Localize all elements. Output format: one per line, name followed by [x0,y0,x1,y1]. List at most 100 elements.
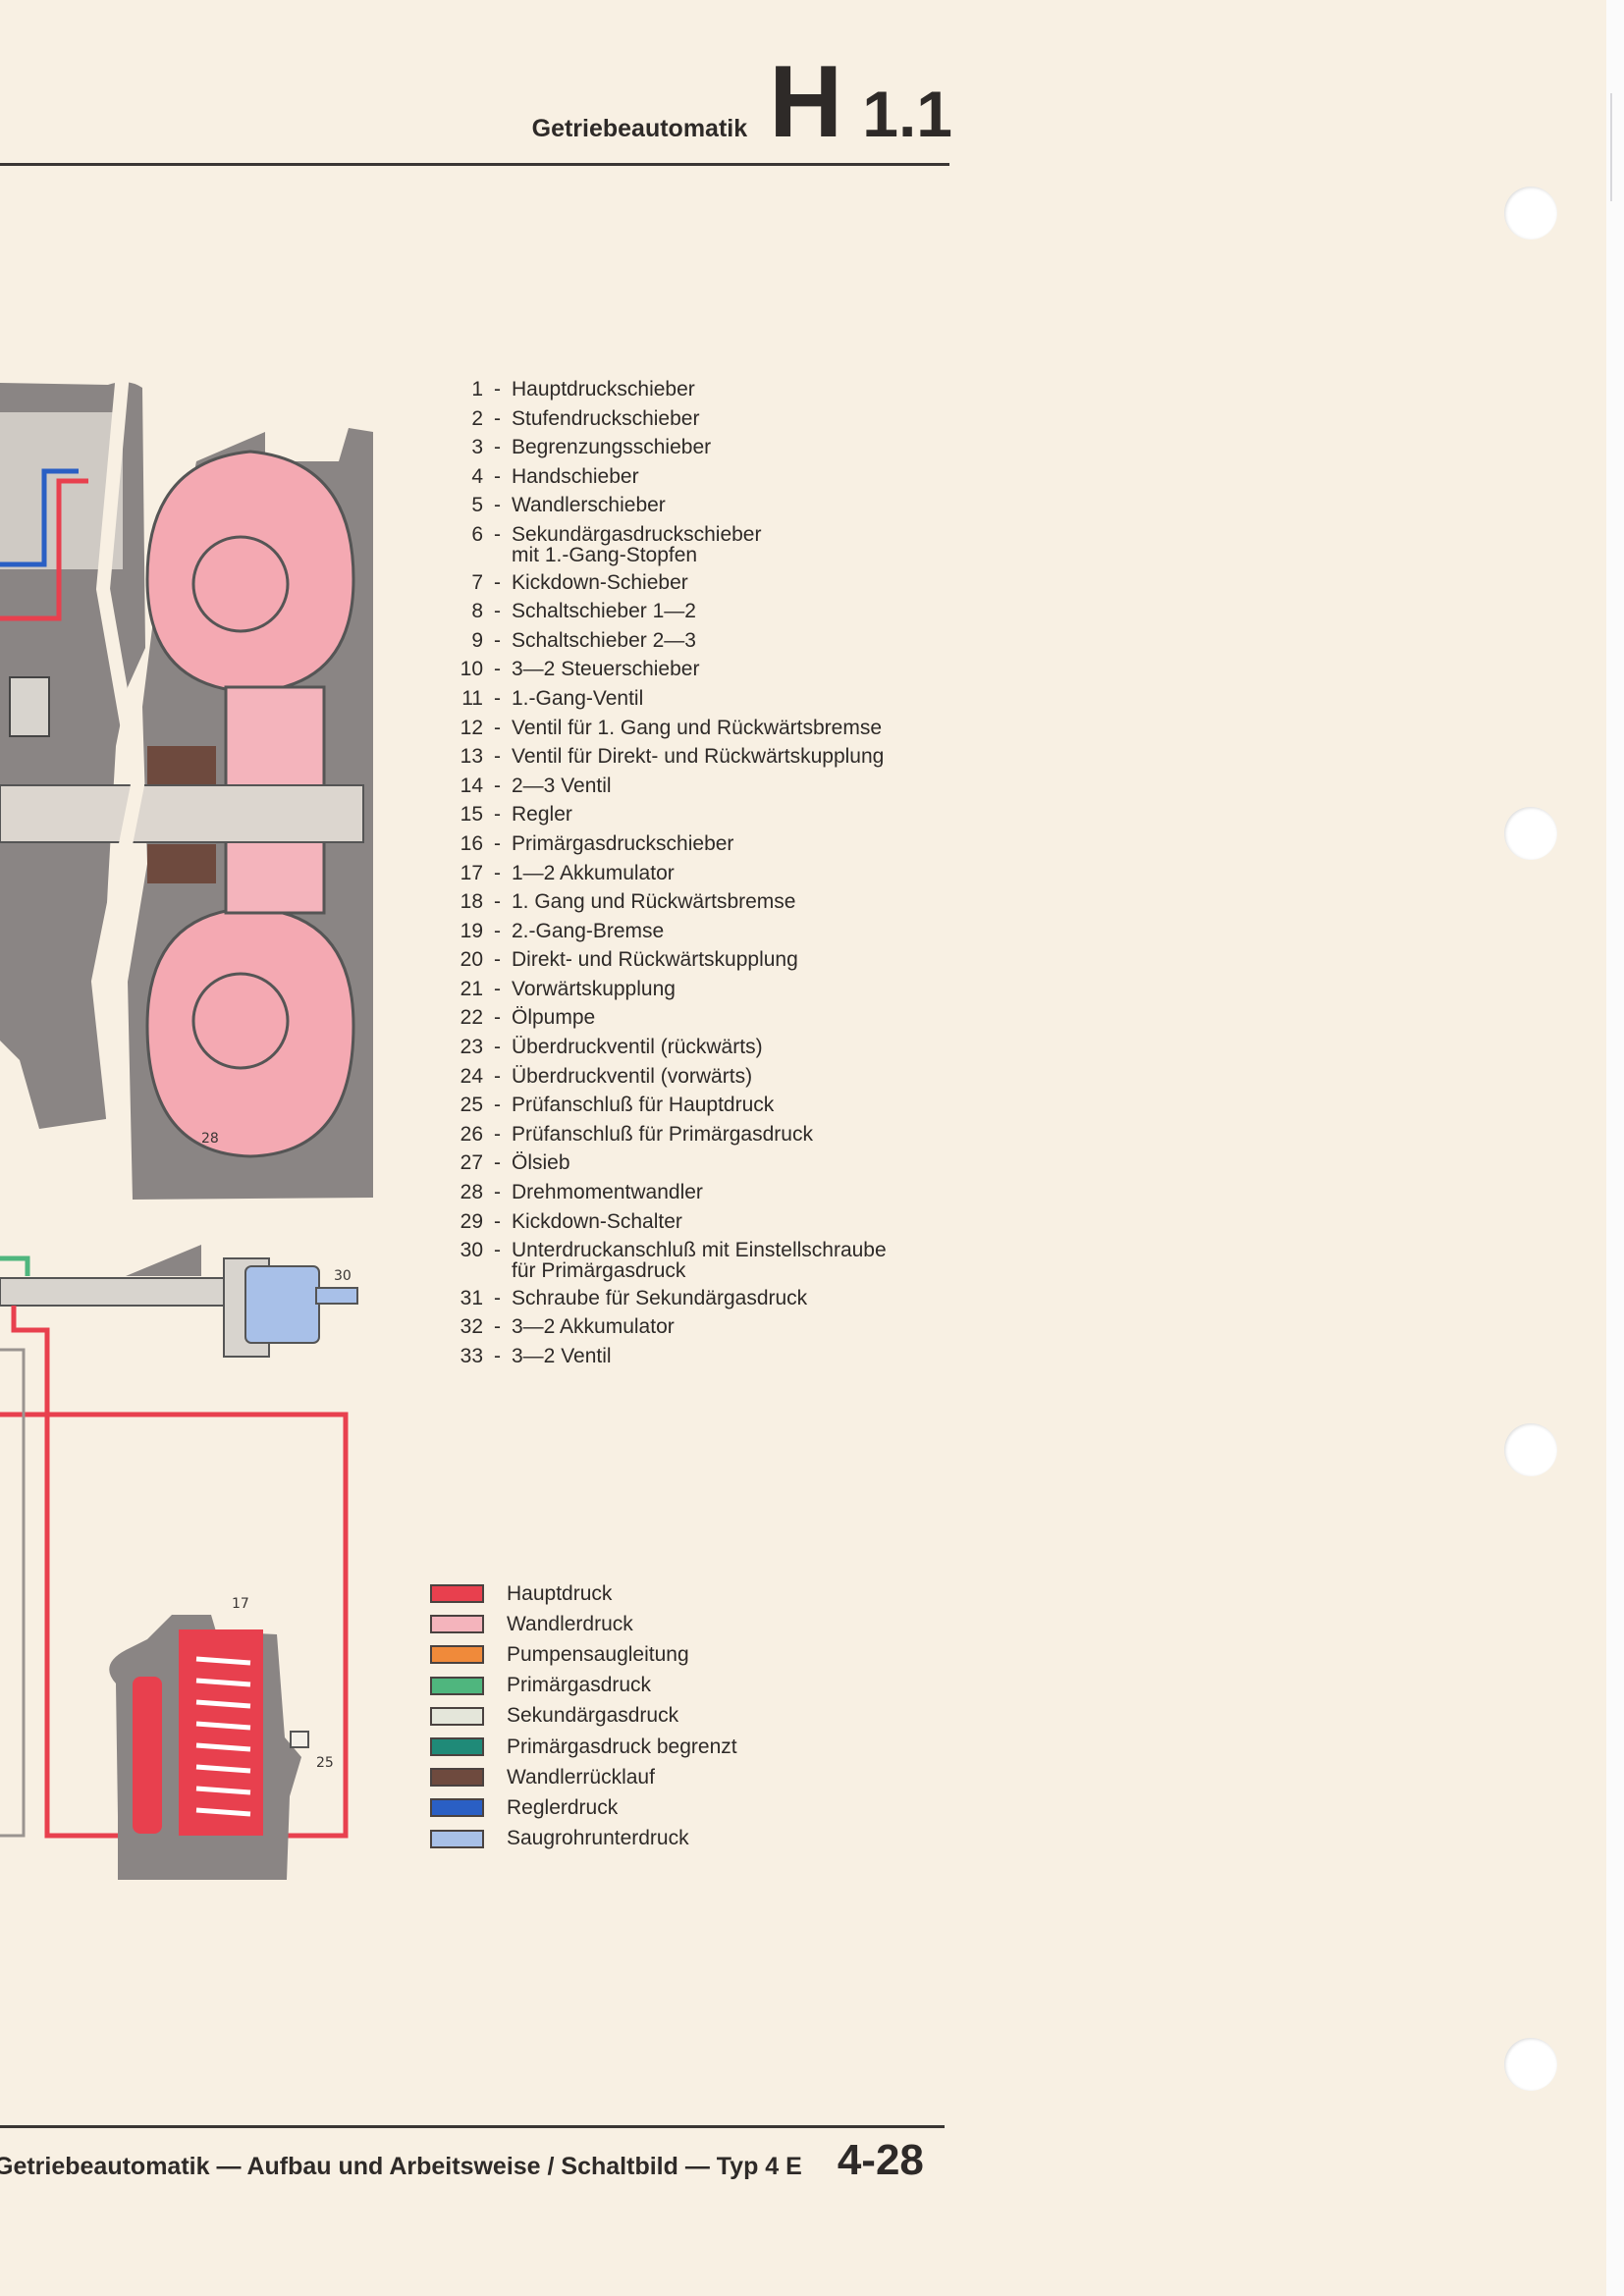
primary-gas-line [0,1255,30,1276]
part-label: Schaltschieber 1—2 [512,597,1021,626]
part-label-line: 2—3 Ventil [512,774,612,797]
parts-list-item: 22-Ölpumpe [432,1003,1021,1033]
part-label: Direkt- und Rückwärtskupplung [512,945,1021,975]
accumulator-spring [195,1656,251,1817]
parts-list-item: 30-Unterdruckanschluß mit Einstellschrau… [432,1236,1021,1284]
part-label: Prüfanschluß für Hauptdruck [512,1091,1021,1120]
part-label-line: 1. Gang und Rückwärtsbremse [512,890,796,914]
part-label-line: Sekundärgasdruckschieber [512,522,762,546]
part-number: 5 [471,494,483,517]
parts-list-item: 20-Direkt- und Rückwärtskupplung [432,945,1021,975]
part-label: 3—2 Akkumulator [512,1312,1021,1342]
separator: - [494,1345,501,1367]
part-label-line: 2.-Gang-Bremse [512,919,665,942]
page-footer: Getriebeautomatik — Aufbau und Arbeitswe… [0,2136,924,2185]
part-label-line2: für Primärgasdruck [512,1258,686,1282]
parts-list-item: 5-Wandlerschieber [432,491,1021,520]
part-label: Begrenzungsschieber [512,433,1021,462]
part-label: Überdruckventil (vorwärts) [512,1062,1021,1092]
part-label: Primärgasdruckschieber [512,829,1021,859]
parts-list-item: 27-Ölsieb [432,1148,1021,1178]
part-number: 20 [460,948,483,972]
part-label-line: Ölpumpe [512,1006,596,1030]
separator: - [494,890,501,914]
legend-label: Hauptdruck [507,1581,613,1605]
parts-list-item: 17-1—2 Akkumulator [432,859,1021,888]
part-label-line: Begrenzungsschieber [512,436,712,459]
parts-list-item: 9-Schaltschieber 2—3 [432,626,1021,656]
part-label-line: Vorwärtskupplung [512,977,676,1000]
part-label: 1. Gang und Rückwärtsbremse [512,887,1021,917]
part-label: Schraube für Sekundärgasdruck [512,1284,1021,1313]
footer-text: Getriebeautomatik — Aufbau und Arbeitswe… [0,2153,802,2180]
part-number: 32 [460,1315,483,1339]
part-label: Stufendruckschieber [512,404,1021,434]
part-number: 2 [471,406,483,430]
part-label-line: Ölsieb [512,1151,570,1175]
separator: - [494,948,501,972]
part-number: 10 [460,658,483,681]
legend-swatch [430,1615,484,1634]
part-label-line: Schaltschieber 1—2 [512,600,696,623]
part-number: 15 [460,803,483,827]
part-number: 6 [471,522,483,546]
separator: - [494,1151,501,1175]
section-number: 1.1 [862,78,952,150]
legend-item: Sekundärgasdruck [430,1701,737,1732]
footer-rule [0,2125,945,2128]
part-number: 13 [460,745,483,769]
header-rule [0,163,949,166]
part-number: 7 [471,570,483,594]
part-label-line: Wandlerschieber [512,494,666,517]
legend-label: Primärgasdruck [507,1674,652,1697]
part-number: 27 [460,1151,483,1175]
legend-item: Reglerdruck [430,1792,737,1823]
parts-list-item: 29-Kickdown-Schalter [432,1207,1021,1237]
legend-item: Primärgasdruck begrenzt [430,1732,737,1762]
separator: - [494,919,501,942]
part-number: 9 [471,628,483,652]
legend-item: Saugrohrunterdruck [430,1824,737,1854]
part-label-line: Schraube für Sekundärgasdruck [512,1286,808,1309]
separator: - [494,1122,501,1146]
legend-label: Reglerdruck [507,1795,619,1819]
separator: - [494,436,501,459]
separator: - [494,774,501,797]
part-number: 1 [471,378,483,400]
separator: - [494,522,501,546]
legend-label: Saugrohrunterdruck [507,1827,689,1850]
separator: - [494,1315,501,1339]
part-label-line: Überdruckventil (rückwärts) [512,1036,763,1059]
legend-swatch [430,1798,484,1818]
part-number: 14 [460,774,483,797]
part-number: 31 [460,1286,483,1309]
part-label: 1.-Gang-Ventil [512,684,1021,714]
part-number: 19 [460,919,483,942]
separator: - [494,686,501,710]
part-number: 12 [460,716,483,739]
separator: - [494,628,501,652]
part-label-line: Unterdruckanschluß mit Einstellschraube [512,1239,887,1262]
valve-spool [9,676,50,737]
part-number: 28 [460,1181,483,1204]
part-label-line: Prüfanschluß für Hauptdruck [512,1094,775,1117]
punch-hole [1504,1423,1557,1476]
part-label: Hauptdruckschieber [512,375,1021,404]
legend-item: Hauptdruck [430,1578,737,1609]
parts-list-item: 8-Schaltschieber 1—2 [432,597,1021,626]
vacuum-nipple [315,1287,358,1305]
accumulator-bore [133,1677,162,1834]
part-number: 16 [460,831,483,855]
part-label-line: Drehmomentwandler [512,1181,703,1204]
part-label-line: Ventil für 1. Gang und Rückwärtsbremse [512,716,883,739]
part-label: Handschieber [512,462,1021,492]
part-number: 17 [460,861,483,884]
parts-list-item: 32-3—2 Akkumulator [432,1312,1021,1342]
parts-list-item: 4-Handschieber [432,462,1021,492]
parts-list-item: 13-Ventil für Direkt- und Rückwärtskuppl… [432,742,1021,772]
vacuum-diaphragm [244,1265,320,1344]
part-number: 26 [460,1122,483,1146]
legend-item: Wandlerrücklauf [430,1762,737,1792]
